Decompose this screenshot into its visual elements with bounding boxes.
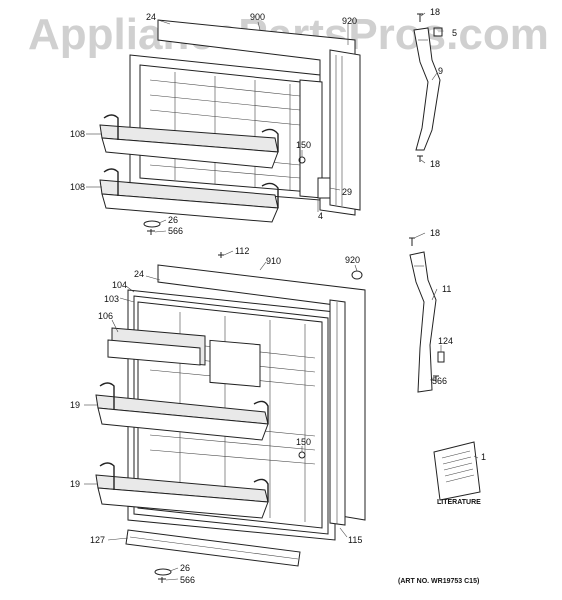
callout-18-c: 18 — [430, 228, 441, 238]
callout-5: 5 — [452, 28, 458, 38]
callout-108-b: 108 — [70, 182, 86, 192]
callout-115: 115 — [348, 535, 363, 545]
handle-upper — [413, 13, 443, 162]
handle-lower — [409, 237, 445, 393]
fresh-food-door-assembly — [95, 252, 366, 567]
callout-566-c: 566 — [180, 575, 196, 585]
callout-566-a: 566 — [168, 226, 184, 236]
callout-1: 1 — [481, 452, 487, 462]
callout-108-a: 108 — [70, 129, 86, 139]
callout-19-b: 19 — [70, 479, 81, 489]
freezer-gasket-edge — [329, 49, 361, 211]
door-shelf-lower — [95, 462, 269, 519]
freezer-shelf-upper — [99, 114, 279, 169]
callout-11: 11 — [442, 284, 452, 294]
callout-24-b: 24 — [134, 269, 145, 279]
hinge-cover-lower — [154, 568, 172, 583]
callout-900: 900 — [250, 12, 266, 22]
callout-26-b: 26 — [180, 563, 191, 573]
freezer-shelf-lower — [99, 168, 279, 223]
leader-lines — [84, 12, 479, 581]
callout-920-b: 920 — [345, 255, 361, 265]
callout-127: 127 — [90, 535, 106, 545]
callout-150-a: 150 — [296, 140, 312, 150]
callout-4: 4 — [318, 211, 324, 221]
callout-19-a: 19 — [70, 400, 81, 410]
callout-106: 106 — [98, 311, 114, 321]
door-shelf-upper — [95, 382, 269, 441]
callout-29: 29 — [342, 187, 353, 197]
bracket-29 — [317, 177, 331, 199]
callout-18-b: 18 — [430, 159, 441, 169]
freezer-door-assembly — [99, 19, 361, 223]
callout-910: 910 — [266, 256, 282, 266]
callout-26-a: 26 — [168, 215, 179, 225]
freezer-inner-liner — [129, 54, 321, 201]
callout-124: 124 — [438, 336, 454, 346]
callout-566-b: 566 — [432, 376, 448, 386]
callout-24-top: 24 — [146, 12, 157, 22]
callout-920-top: 920 — [342, 16, 358, 26]
callout-9: 9 — [438, 66, 444, 76]
callout-104: 104 — [112, 280, 128, 290]
literature-booklet-icon — [433, 441, 481, 501]
art-number: (ART NO. WR19753 C15) — [398, 578, 480, 585]
hinge-cover-upper — [143, 220, 161, 235]
callout-103: 103 — [104, 294, 120, 304]
literature-label: LITERATURE — [437, 499, 481, 506]
dairy-compartment-106 — [107, 327, 261, 388]
callout-18-a: 18 — [430, 7, 441, 17]
callout-150-b: 150 — [296, 437, 312, 447]
callout-112: 112 — [235, 246, 250, 256]
